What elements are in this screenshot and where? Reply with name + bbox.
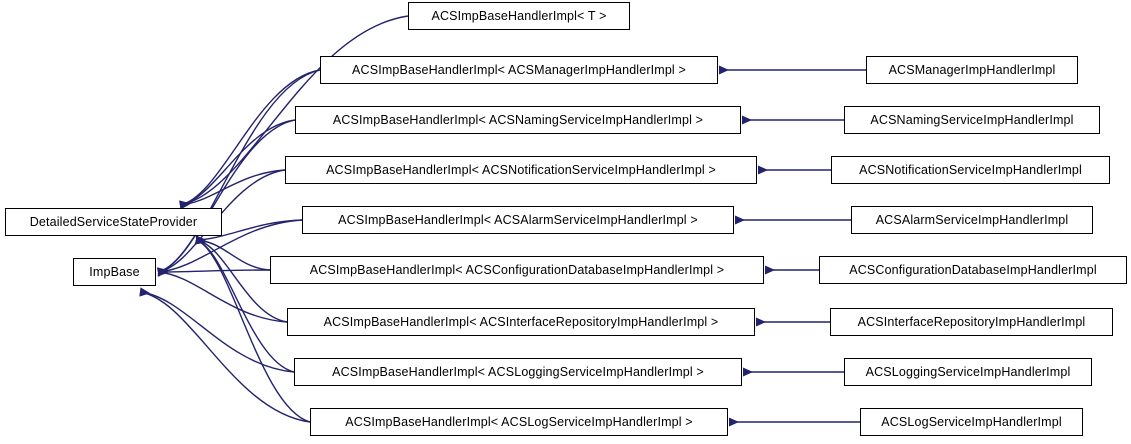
class-label: ACSImpBaseHandlerImpl< ACSConfigurationD… bbox=[309, 262, 725, 277]
inheritance-edge-tmpl-configdb-to-imp-base bbox=[157, 267, 271, 277]
template-class-node-tmpl-manager[interactable]: ACSImpBaseHandlerImpl< ACSManagerImpHand… bbox=[320, 56, 718, 84]
inheritance-edge-tmpl-naming-to-imp-base bbox=[157, 119, 296, 277]
base-class-node-imp-base[interactable]: ImpBase bbox=[73, 258, 156, 286]
derived-class-node-acs-ifr[interactable]: ACSInterfaceRepositoryImpHandlerImpl bbox=[830, 308, 1113, 336]
class-label: ACSImpBaseHandlerImpl< ACSNotificationSe… bbox=[326, 162, 716, 177]
template-class-node-tmpl-logging[interactable]: ACSImpBaseHandlerImpl< ACSLoggingService… bbox=[294, 358, 742, 386]
class-label: ACSLogServiceImpHandlerImpl bbox=[881, 414, 1062, 429]
class-label: ACSImpBaseHandlerImpl< ACSInterfaceRepos… bbox=[323, 314, 719, 329]
template-class-node-tmpl-ifr[interactable]: ACSImpBaseHandlerImpl< ACSInterfaceRepos… bbox=[287, 308, 755, 336]
class-label: ACSLoggingServiceImpHandlerImpl bbox=[865, 364, 1071, 379]
template-class-node-tmpl-alarm[interactable]: ACSImpBaseHandlerImpl< ACSAlarmServiceIm… bbox=[302, 206, 734, 234]
class-label: ACSInterfaceRepositoryImpHandlerImpl bbox=[857, 314, 1086, 329]
class-label: ACSManagerImpHandlerImpl bbox=[888, 62, 1056, 77]
class-label: ACSImpBaseHandlerImpl< T > bbox=[431, 8, 607, 23]
class-label: ACSImpBaseHandlerImpl< ACSAlarmServiceIm… bbox=[338, 212, 698, 227]
inheritance-edge-tmpl-ifr-to-imp-base bbox=[157, 267, 288, 323]
template-class-node-tmpl-naming[interactable]: ACSImpBaseHandlerImpl< ACSNamingServiceI… bbox=[295, 106, 741, 134]
inheritance-edge-tmpl-log-to-imp-base bbox=[139, 287, 311, 423]
class-label: ACSImpBaseHandlerImpl< ACSNamingServiceI… bbox=[332, 112, 704, 127]
class-label: ACSImpBaseHandlerImpl< ACSLoggingService… bbox=[332, 364, 704, 379]
inheritance-edge-tmpl-notification-to-detailed-service-state-provider bbox=[179, 169, 286, 210]
template-class-node-tmpl-configdb[interactable]: ACSImpBaseHandlerImpl< ACSConfigurationD… bbox=[270, 256, 764, 284]
inheritance-edge-tmpl-manager-to-detailed-service-state-provider bbox=[179, 69, 321, 210]
class-label: ACSNotificationServiceImpHandlerImpl bbox=[859, 162, 1082, 177]
template-class-node-tmpl-notification[interactable]: ACSImpBaseHandlerImpl< ACSNotificationSe… bbox=[285, 156, 757, 184]
inheritance-edge-tmpl-naming-to-detailed-service-state-provider bbox=[179, 119, 296, 210]
class-label: ACSNamingServiceImpHandlerImpl bbox=[870, 112, 1074, 127]
class-label: ACSImpBaseHandlerImpl< ACSLogServiceImpH… bbox=[345, 414, 693, 429]
base-class-node-detailed-service-state-provider[interactable]: DetailedServiceStateProvider bbox=[5, 208, 222, 236]
class-label: ACSConfigurationDatabaseImpHandlerImpl bbox=[849, 262, 1097, 277]
derived-class-node-acs-logging[interactable]: ACSLoggingServiceImpHandlerImpl bbox=[844, 358, 1092, 386]
derived-class-node-acs-log[interactable]: ACSLogServiceImpHandlerImpl bbox=[860, 408, 1083, 436]
derived-class-node-acs-notification[interactable]: ACSNotificationServiceImpHandlerImpl bbox=[831, 156, 1110, 184]
inheritance-edge-tmpl-configdb-to-detailed-service-state-provider bbox=[195, 235, 271, 271]
derived-class-node-acs-manager[interactable]: ACSManagerImpHandlerImpl bbox=[866, 56, 1078, 84]
inheritance-edge-tmpl-logging-to-imp-base bbox=[139, 287, 295, 373]
derived-class-node-acs-configdb[interactable]: ACSConfigurationDatabaseImpHandlerImpl bbox=[819, 256, 1127, 284]
derived-class-node-acs-naming[interactable]: ACSNamingServiceImpHandlerImpl bbox=[844, 106, 1100, 134]
class-label: DetailedServiceStateProvider bbox=[29, 214, 198, 229]
derived-class-node-acs-alarm[interactable]: ACSAlarmServiceImpHandlerImpl bbox=[851, 206, 1093, 234]
class-label: ACSAlarmServiceImpHandlerImpl bbox=[875, 212, 1069, 227]
template-class-node-tmpl-log[interactable]: ACSImpBaseHandlerImpl< ACSLogServiceImpH… bbox=[310, 408, 728, 436]
class-label: ImpBase bbox=[89, 264, 140, 279]
class-label: ACSImpBaseHandlerImpl< ACSManagerImpHand… bbox=[352, 62, 686, 77]
template-class-node-tmpl-t[interactable]: ACSImpBaseHandlerImpl< T > bbox=[408, 2, 630, 30]
